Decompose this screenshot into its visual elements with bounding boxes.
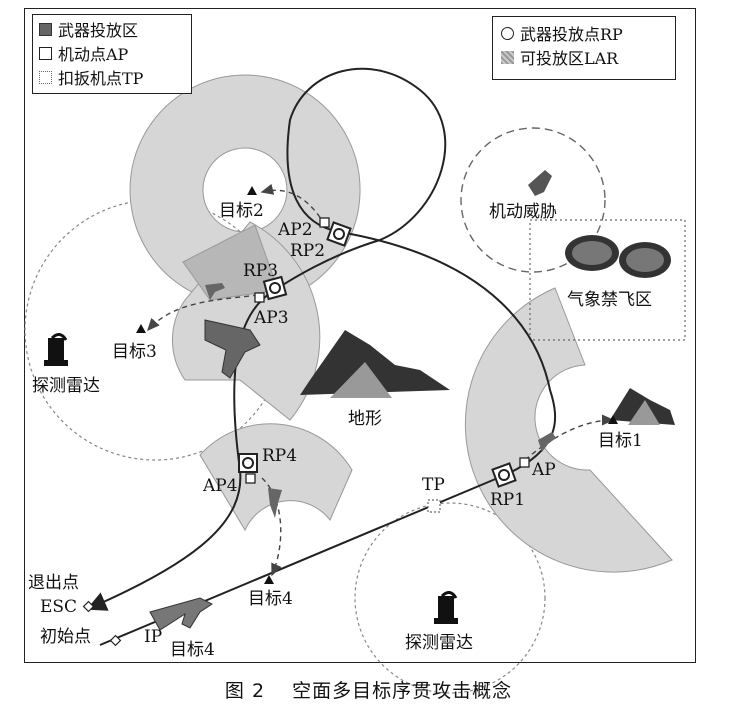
rp1-label: RP1 (490, 490, 525, 510)
rp1-marker (491, 462, 517, 488)
rp4-label: RP4 (262, 446, 297, 466)
radar-bottom-label: 探测雷达 (405, 633, 473, 653)
radar-range-bottom (354, 502, 546, 694)
esc-label: ESC (40, 597, 77, 617)
terrain-label: 地形 (348, 409, 382, 429)
radar-icon-left (44, 333, 68, 366)
terrain-dark (300, 330, 450, 395)
ap2-label: AP2 (277, 220, 313, 240)
maneuver-threat-circle (460, 127, 606, 273)
target4-marker (264, 575, 274, 584)
ip-target4-label: 目标4 (170, 640, 215, 660)
square-outline-icon (39, 46, 52, 60)
legend-left: 武器投放区 机动点AP 扣扳机点TP (32, 14, 192, 94)
terrain-target1-light (628, 400, 660, 425)
target1-marker (608, 415, 618, 424)
maneuver-threat-label: 机动威胁 (489, 202, 557, 222)
legend-item-ap: 机动点AP (39, 41, 185, 65)
ap4-marker (245, 473, 256, 484)
flight-path (86, 67, 556, 646)
dark-square-icon (39, 22, 52, 36)
legend-item-lar: 可投放区LAR (501, 45, 667, 69)
exit-point-label: 退出点 (28, 573, 79, 593)
weapon-path-target4 (261, 477, 282, 577)
target4-label: 目标4 (248, 589, 293, 609)
legend-item-tp: 扣扳机点TP (39, 65, 185, 89)
legend-item-rp: 武器投放点RP (501, 21, 667, 45)
target3-marker (136, 324, 146, 333)
figure-caption: 图 2 空面多目标序贯攻击概念 (224, 680, 513, 702)
threat-aircraft-icon (528, 170, 552, 196)
radar-icon-bottom (434, 591, 458, 624)
gray-hatch-icon (501, 50, 514, 64)
legend-label: 扣扳机点TP (58, 69, 144, 88)
target1-label: 目标1 (598, 431, 643, 451)
missile-icon-rp3 (205, 283, 225, 300)
dotted-square-icon (39, 70, 52, 84)
esc-marker (82, 600, 95, 613)
initial-point-label: 初始点 (40, 627, 91, 647)
tp-label: TP (422, 475, 445, 495)
ap3-label: AP3 (253, 308, 289, 328)
legend-label: 武器投放点RP (520, 25, 623, 44)
ap1-marker (519, 457, 530, 468)
target2-marker (247, 186, 257, 195)
ip-marker (109, 634, 122, 647)
legend-label: 可投放区LAR (520, 49, 619, 68)
ap3-marker (254, 292, 265, 303)
fighter-jet-icon-ip (149, 597, 213, 631)
tp-marker (427, 499, 441, 513)
rp2-label: RP2 (290, 241, 325, 261)
target2-label: 目标2 (219, 201, 264, 221)
radar-left-label: 探测雷达 (32, 376, 100, 396)
rp3-label: RP3 (243, 261, 278, 281)
ap2-marker (319, 217, 330, 228)
weapon-path-target3 (147, 294, 259, 332)
weapon-path-target1 (524, 414, 615, 461)
weather-zone-label: 气象禁飞区 (567, 290, 652, 310)
rp2-marker (326, 221, 352, 247)
missile-icon-rp4 (268, 488, 282, 518)
legend-right: 武器投放点RP 可投放区LAR (492, 16, 676, 80)
terrain-light (330, 362, 392, 398)
fighter-jet-icon-large (204, 319, 261, 379)
lar-target1 (464, 287, 673, 573)
target3-label: 目标3 (112, 342, 157, 362)
circle-outline-icon (501, 26, 514, 40)
rp4-marker (238, 453, 258, 473)
weather-zone-box (529, 219, 686, 341)
legend-label: 机动点AP (58, 45, 129, 64)
missile-icon-rp1 (538, 432, 556, 452)
legend-label: 武器投放区 (58, 21, 139, 40)
rp3-marker (262, 275, 288, 301)
ip-label: IP (144, 627, 162, 647)
ap1-label: AP (531, 460, 556, 480)
weather-clouds-icon (565, 235, 671, 278)
ap4-label: AP4 (202, 476, 238, 496)
legend-item-release-zone: 武器投放区 (39, 17, 185, 41)
weapon-path-target2 (260, 183, 326, 226)
